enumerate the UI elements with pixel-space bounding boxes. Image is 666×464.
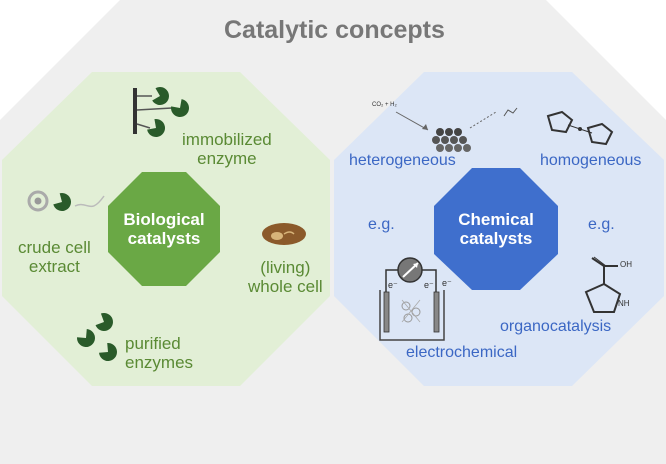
electron-right-annotation: e⁻ (442, 278, 452, 288)
purified-enzymes-icon (77, 313, 117, 361)
immobilized-enzyme-icon (133, 87, 189, 137)
amine-nh-annotation: NH (618, 299, 630, 308)
electron-mid-annotation: e⁻ (424, 280, 434, 290)
chemical-hub-octagon (434, 168, 558, 290)
crude-line-2: extract (28, 257, 80, 277)
whole-cell-icon (262, 223, 306, 245)
carboxyl-oh-annotation: OH (620, 260, 632, 269)
homogeneous-label: homogeneous (540, 152, 642, 169)
biological-hub-line-2: catalysts (127, 229, 201, 249)
heterogeneous-label: heterogeneous (349, 152, 456, 169)
chemical-hub-label: Chemical catalysts (450, 210, 542, 248)
crude-cell-extract-label: crude cell extract (18, 238, 91, 276)
biological-hub-label: Biological catalysts (118, 210, 210, 248)
purified-enzymes-label: purified enzymes (125, 334, 193, 372)
eg-right-label: e.g. (588, 216, 615, 233)
proline-structure-icon (584, 256, 622, 313)
immobilized-enzyme-label: immobilized enzyme (182, 130, 272, 168)
eg-left-label: e.g. (368, 216, 395, 233)
electrochemical-label: electrochemical (406, 344, 518, 361)
reactant-annotation: CO₂ + H₂ (372, 102, 397, 108)
homogeneous-complex-icon (546, 110, 614, 146)
chemical-hub-line-2: catalysts (459, 229, 533, 249)
biological-hub-octagon (108, 172, 220, 286)
heterogeneous-lattice-icon (395, 107, 518, 152)
purified-line-1: purified (125, 334, 181, 353)
living-line-2: whole cell (248, 277, 323, 297)
whole-cell-label: (living) whole cell (248, 258, 323, 296)
electron-left-annotation: e⁻ (388, 280, 398, 290)
immobilized-line-1: immobilized (182, 130, 272, 149)
biological-hub-line-1: Biological (123, 210, 205, 229)
chemical-hub-line-1: Chemical (458, 210, 534, 229)
immobilized-line-2: enzyme (197, 149, 257, 169)
crude-line-1: crude cell (18, 238, 91, 257)
diagram-title: Catalytic concepts (224, 16, 445, 44)
organocatalysis-label: organocatalysis (500, 318, 612, 335)
living-line-1: (living) (260, 258, 311, 277)
crude-cell-extract-icon (27, 190, 105, 212)
electrochemical-cell-icon (379, 257, 445, 341)
purified-line-2: enzymes (125, 353, 194, 373)
